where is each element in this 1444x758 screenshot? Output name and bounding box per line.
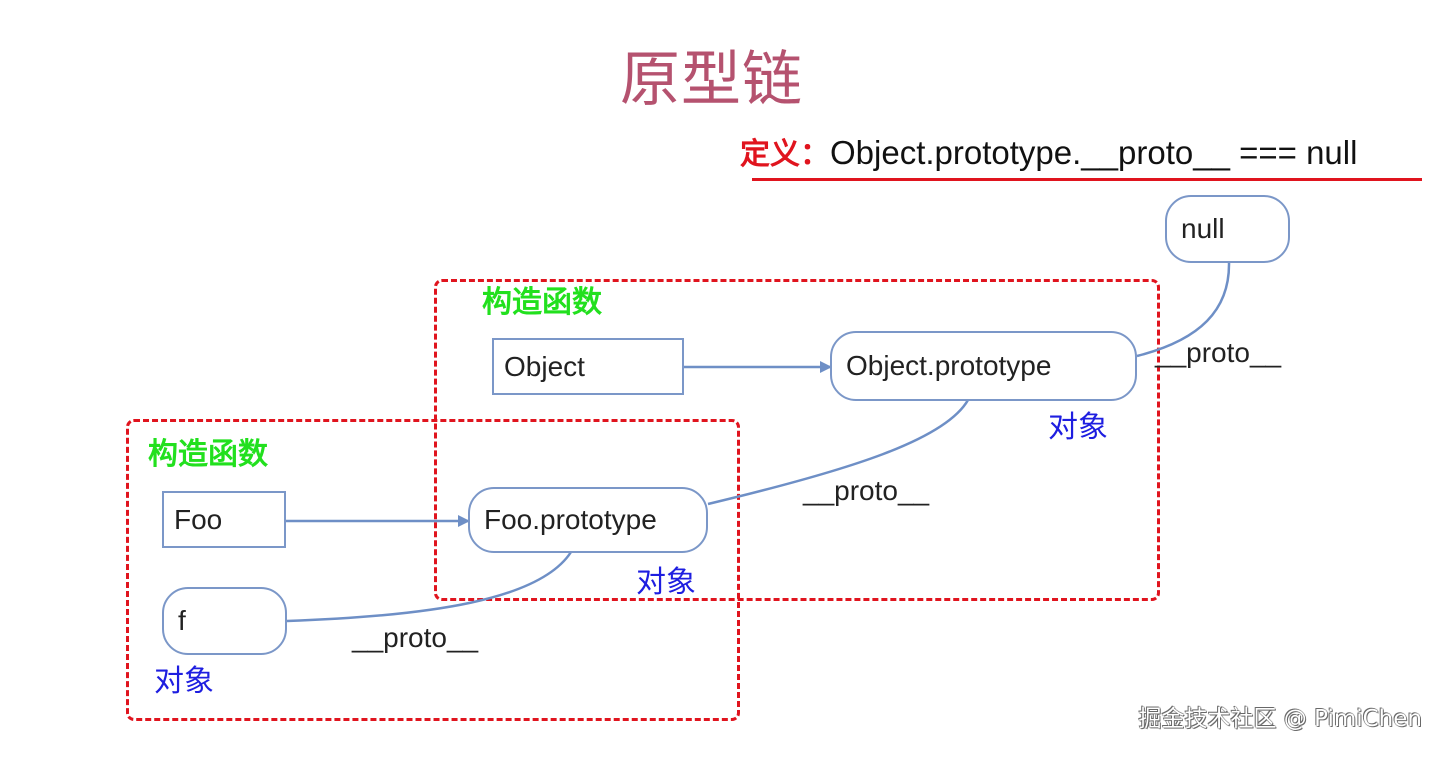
proto-label-f: __proto__ [352,622,479,653]
diagram-title: 原型链 [620,45,803,115]
proto-link-foo-prototype-to-object-prototype [707,399,970,506]
proto-label-object-prototype: __proto__ [1155,337,1282,368]
group-label-foo: 构造函数 [148,437,268,472]
object-label-object-prototype: 对象 [1048,410,1108,445]
definition-underline [752,178,1422,181]
node-null: null [1165,195,1290,263]
proto-label-foo-prototype: __proto__ [803,475,930,506]
definition-label: 定义： [740,137,830,172]
object-label-f: 对象 [154,664,214,699]
definition: 定义：Object.prototype.__proto__ === null [740,136,1357,170]
object-label-foo-prototype: 对象 [636,565,696,600]
node-object: Object [492,338,684,395]
watermark: 掘金技术社区 @ PimiChen [1138,706,1422,732]
group-foo-constructor [126,419,740,721]
proto-link-f-to-foo-prototype [286,551,573,623]
proto-link-object-prototype-to-null [1136,261,1231,358]
node-foo-prototype: Foo.prototype [468,487,708,553]
node-f: f [162,587,287,655]
group-label-object: 构造函数 [482,285,602,320]
definition-expression: Object.prototype.__proto__ === null [830,134,1358,171]
node-foo: Foo [162,491,286,548]
group-object-constructor [434,279,1160,601]
node-object-prototype: Object.prototype [830,331,1137,401]
